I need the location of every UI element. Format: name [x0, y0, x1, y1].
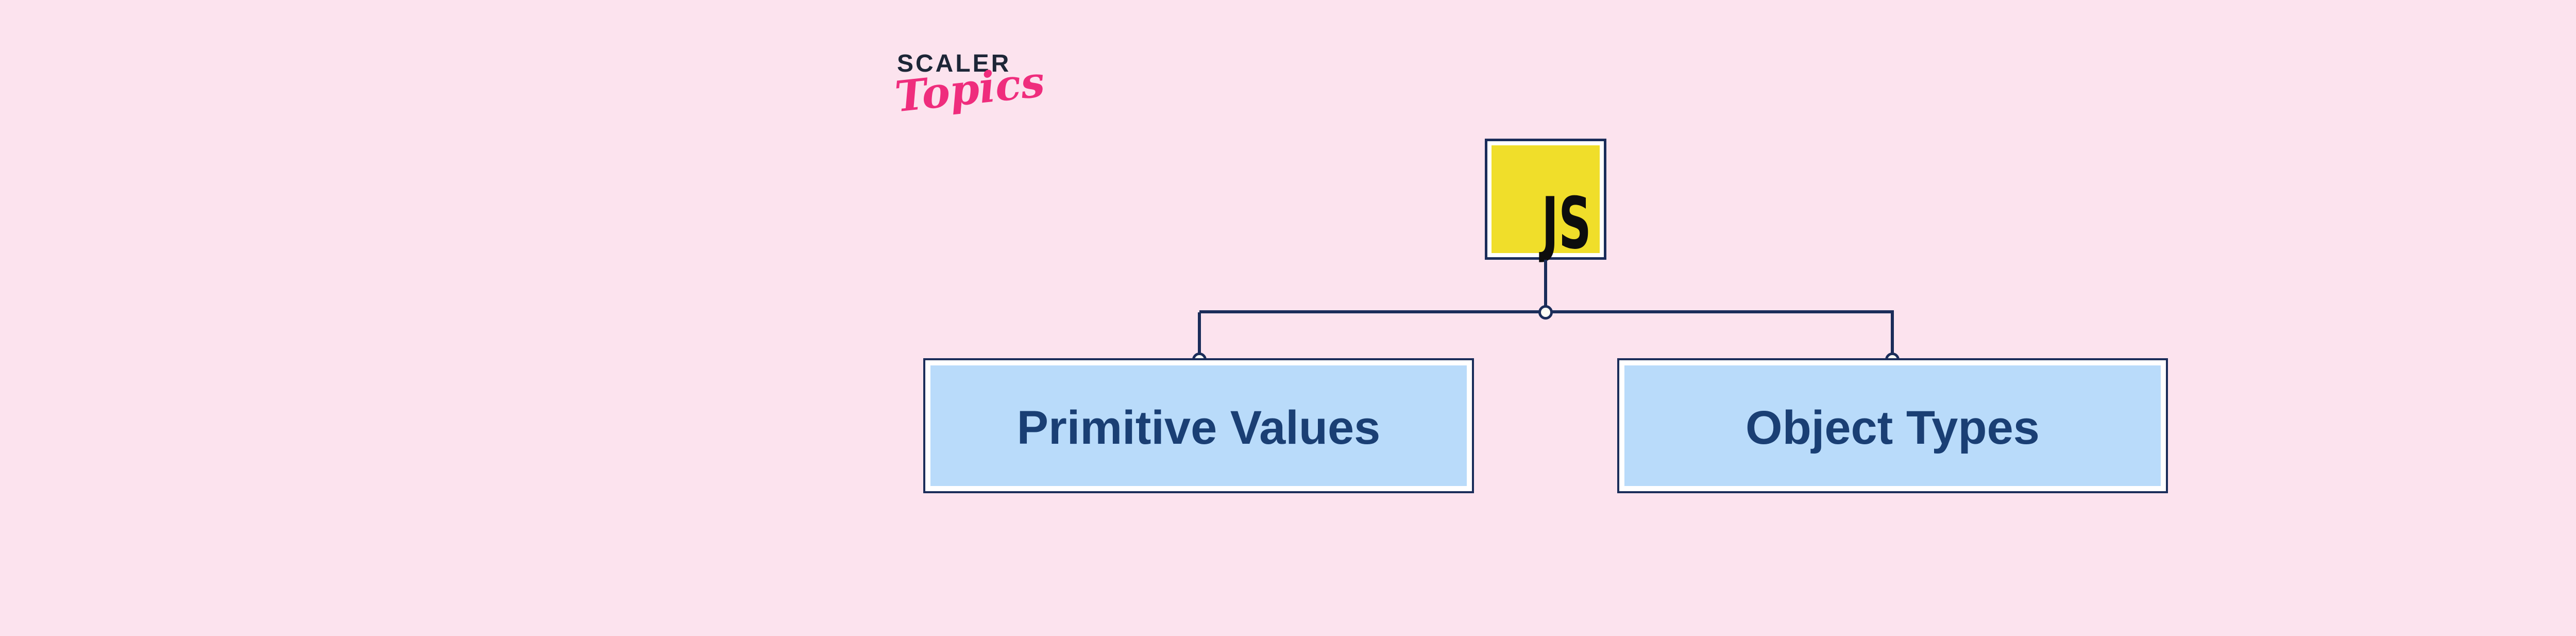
connector-right-drop — [1891, 312, 1894, 360]
node-object-types-label: Object Types — [1745, 401, 2040, 454]
connector-left-drop — [1198, 312, 1201, 360]
js-logo-label: JS — [1541, 182, 1591, 265]
node-primitive-values: Primitive Values — [923, 358, 1474, 493]
logo-brand-text: SCALER — [897, 50, 1011, 77]
js-logo: JS — [1492, 145, 1600, 259]
node-primitive-values-fill: Primitive Values — [930, 365, 1467, 486]
node-js-root: JS — [1485, 139, 1606, 260]
node-object-types-fill: Object Types — [1624, 365, 2161, 486]
node-primitive-values-label: Primitive Values — [1016, 401, 1381, 454]
node-object-types: Object Types — [1617, 358, 2168, 493]
connector-root-stem — [1544, 260, 1547, 311]
junction-dot-center — [1538, 305, 1553, 320]
scaler-topics-logo: SCALER Topics — [893, 50, 1047, 122]
